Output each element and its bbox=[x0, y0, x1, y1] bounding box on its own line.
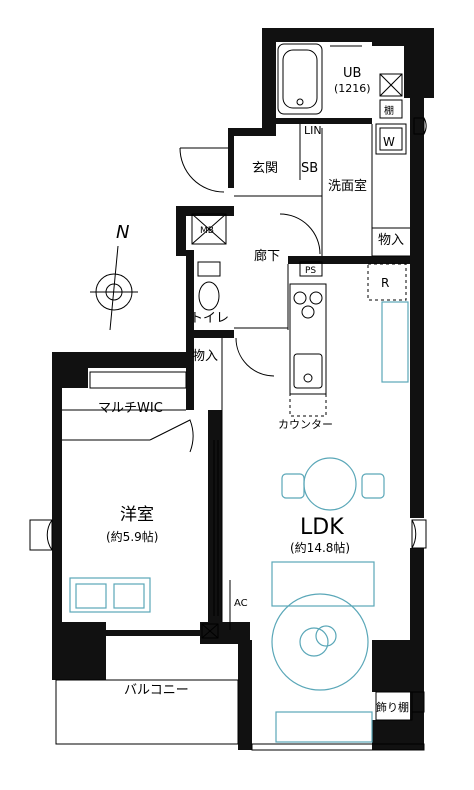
balcony-label: バルコニー bbox=[124, 683, 189, 698]
ldk-label: LDK bbox=[300, 515, 344, 540]
multi-wic-label: マルチWIC bbox=[98, 401, 163, 416]
ps-label: PS bbox=[305, 266, 316, 276]
r-label: R bbox=[381, 276, 389, 290]
western-room-label: 洋室 bbox=[120, 505, 154, 525]
ldk-size: (約14.8帖) bbox=[290, 540, 350, 555]
compass: N bbox=[90, 222, 138, 331]
compass-north-label: N bbox=[116, 222, 129, 243]
ub-label: UB bbox=[343, 66, 361, 81]
western-room-size: (約5.9帖) bbox=[106, 529, 158, 544]
counter-label: カウンター bbox=[278, 418, 333, 431]
kitchen bbox=[289, 283, 327, 417]
lin-label: LIN bbox=[304, 124, 322, 137]
storage-right-label: 物入 bbox=[378, 233, 404, 248]
toilet-fixture bbox=[197, 261, 221, 311]
walls bbox=[52, 28, 434, 751]
washroom-label: 洗面室 bbox=[328, 178, 367, 194]
ac-label: AC bbox=[234, 598, 248, 609]
washer-label: W bbox=[383, 135, 395, 149]
ub-size-label: (1216) bbox=[334, 82, 371, 95]
toilet-label: トイレ bbox=[190, 311, 229, 326]
dining-set bbox=[281, 457, 385, 511]
sofa-set bbox=[271, 561, 375, 743]
decor-shelf-label: 飾り棚 bbox=[376, 700, 409, 714]
mb-label: MB bbox=[200, 226, 214, 236]
shelf-label: 棚 bbox=[384, 104, 394, 117]
corridor-label: 廊下 bbox=[254, 248, 280, 264]
storage-left-label: 物入 bbox=[192, 349, 218, 364]
partitions bbox=[62, 124, 410, 630]
bed bbox=[69, 577, 151, 613]
entrance-label: 玄関 bbox=[252, 161, 278, 176]
unit-bath: UB (1216) 棚 bbox=[277, 43, 403, 119]
sb-label: SB bbox=[301, 161, 318, 176]
